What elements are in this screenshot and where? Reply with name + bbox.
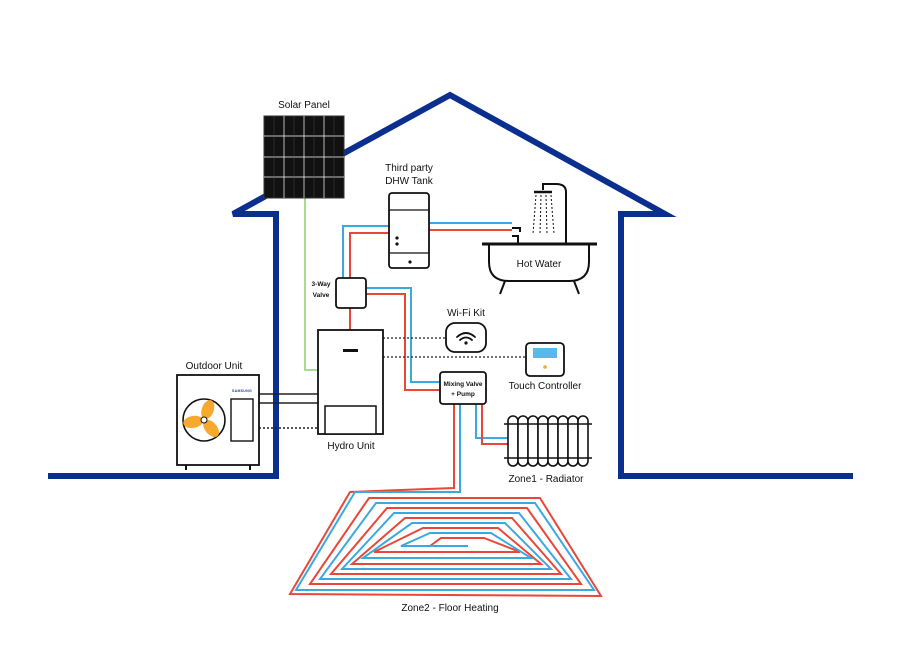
bathtub [482,183,597,295]
outdoor-unit-label: Outdoor Unit [186,361,243,372]
wifi-kit-label: Wi-Fi Kit [447,308,485,319]
solar-panel-label: Solar Panel [278,100,330,111]
fan-icon [183,400,219,438]
wifi-kit [445,322,487,353]
three-way-valve-label-line1: 3-Way [312,281,331,288]
three-way-valve-label-line2: Valve [313,292,330,299]
floor-heating-hot-loop [288,404,603,598]
refrigerant-lines [259,393,318,429]
hot-water-label: Hot Water [517,259,562,270]
dhw-tank-label-line2: DHW Tank [385,176,434,187]
dhw-tank-label-line1: Third party [385,163,433,174]
wifi-icon [456,332,476,341]
touch-controller [525,342,565,377]
solar-panel [263,115,345,199]
outdoor-brand-logo: SAMSUNG [232,389,252,393]
floor-heating-spiral [288,404,603,598]
mixing-valve-label-line1: Mixing Valve [443,381,482,388]
radiator [504,415,592,467]
zone1-label: Zone1 - Radiator [508,474,584,485]
touch-controller-label: Touch Controller [509,381,582,392]
shower-spray [532,194,555,235]
labels: Solar Panel Third party DHW Tank Hot Wat… [186,100,585,614]
hydro-unit [317,329,384,435]
hydro-unit-label: Hydro Unit [327,441,374,452]
outdoor-unit: SAMSUNG [176,374,260,470]
signal-wires [383,337,526,358]
mixing-valve-pump [439,371,487,405]
mixing-valve-label-line2: + Pump [451,391,475,398]
solar-wire [304,198,318,371]
dhw-tank [388,192,430,269]
three-way-valve [335,277,367,309]
house-outline [48,91,853,479]
floor-heating-cold-loop [294,404,596,591]
zone2-label: Zone2 - Floor Heating [401,603,498,614]
